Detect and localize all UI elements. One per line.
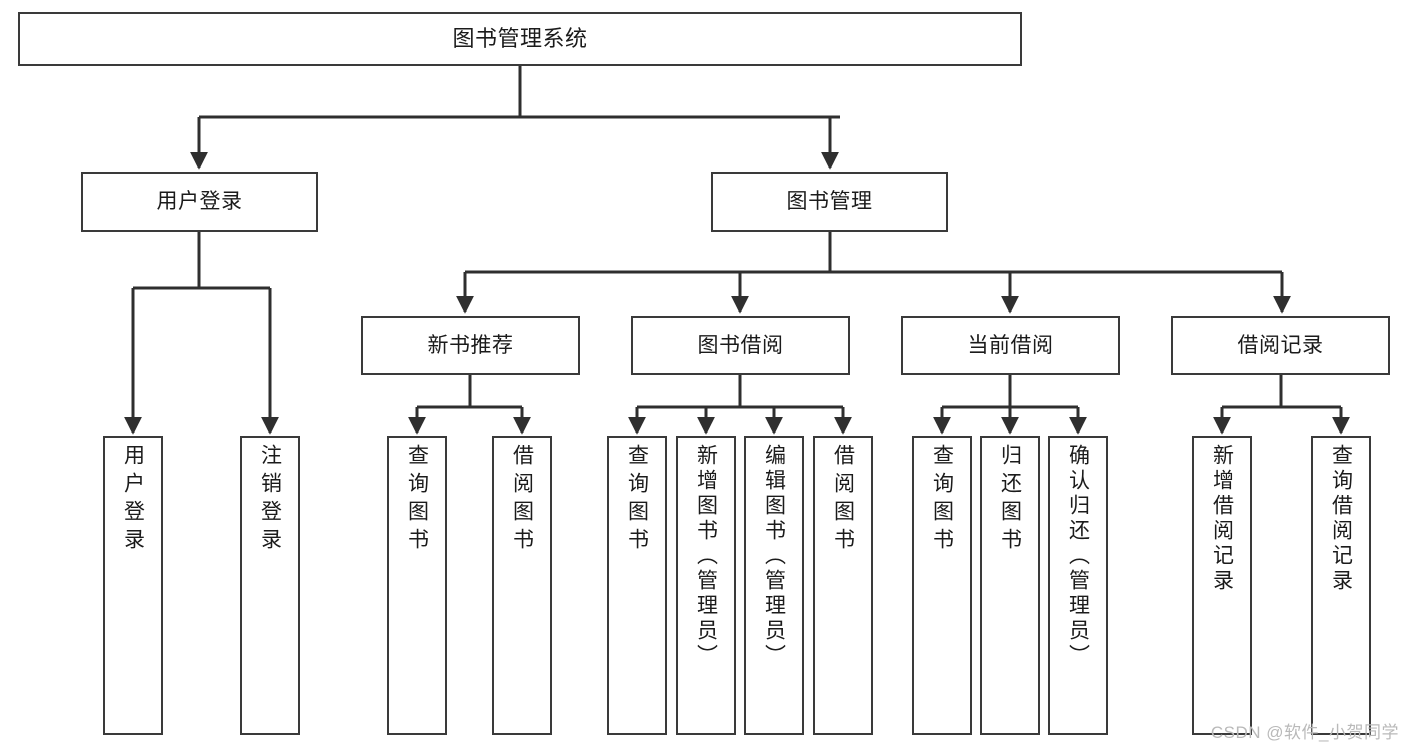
node-book-borrow[interactable]: 图书借阅	[631, 316, 850, 375]
node-leaf-borrow-book-2[interactable]: 借阅图书	[813, 436, 873, 735]
node-label: 确认归还（管理员）	[1066, 444, 1090, 669]
node-current-borrow[interactable]: 当前借阅	[901, 316, 1120, 375]
node-leaf-user-login[interactable]: 用户登录	[103, 436, 163, 735]
node-label: 新增借阅记录	[1210, 444, 1234, 594]
node-leaf-query-book-3[interactable]: 查询图书	[912, 436, 972, 735]
node-label: 注销登录	[258, 444, 282, 556]
node-leaf-add-borrow-record[interactable]: 新增借阅记录	[1192, 436, 1252, 735]
node-leaf-query-borrow-record[interactable]: 查询借阅记录	[1311, 436, 1371, 735]
node-label: 查询图书	[930, 444, 954, 556]
node-label: 借阅图书	[510, 444, 534, 556]
node-label: 借阅图书	[831, 444, 855, 556]
node-leaf-confirm-return-admin[interactable]: 确认归还（管理员）	[1048, 436, 1108, 735]
node-label: 图书借阅	[697, 333, 784, 357]
node-label: 用户登录	[121, 444, 145, 556]
node-leaf-query-book-1[interactable]: 查询图书	[387, 436, 447, 735]
node-label: 归还图书	[998, 444, 1022, 556]
node-leaf-borrow-book-1[interactable]: 借阅图书	[492, 436, 552, 735]
node-leaf-add-book-admin[interactable]: 新增图书（管理员）	[676, 436, 736, 735]
node-root-system[interactable]: 图书管理系统	[18, 12, 1022, 66]
node-user-login[interactable]: 用户登录	[81, 172, 318, 232]
node-borrow-record[interactable]: 借阅记录	[1171, 316, 1390, 375]
node-label: 新增图书（管理员）	[694, 444, 718, 669]
node-new-book-recommend[interactable]: 新书推荐	[361, 316, 580, 375]
node-book-management[interactable]: 图书管理	[711, 172, 948, 232]
node-label: 用户登录	[156, 190, 243, 214]
node-leaf-logout-login[interactable]: 注销登录	[240, 436, 300, 735]
node-label: 新书推荐	[427, 333, 514, 357]
node-label: 查询图书	[625, 444, 649, 556]
node-label: 借阅记录	[1237, 333, 1324, 357]
node-label: 图书管理系统	[452, 25, 588, 51]
node-leaf-edit-book-admin[interactable]: 编辑图书（管理员）	[744, 436, 804, 735]
csdn-watermark: CSDN @软件_小贺同学	[1210, 723, 1399, 742]
node-label: 查询借阅记录	[1329, 444, 1353, 594]
node-label: 编辑图书（管理员）	[762, 444, 786, 669]
node-label: 当前借阅	[967, 333, 1054, 357]
node-leaf-query-book-2[interactable]: 查询图书	[607, 436, 667, 735]
node-label: 查询图书	[405, 444, 429, 556]
node-leaf-return-book[interactable]: 归还图书	[980, 436, 1040, 735]
node-label: 图书管理	[786, 190, 873, 214]
